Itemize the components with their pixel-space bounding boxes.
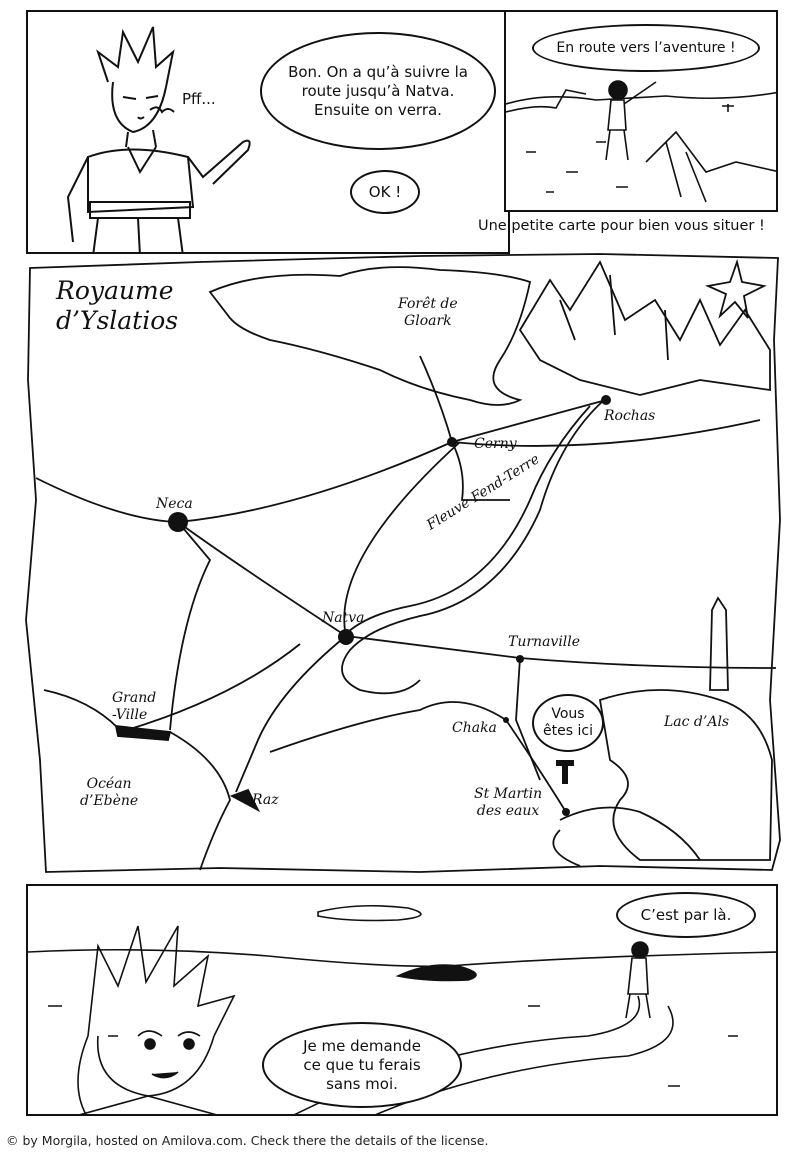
panel-1: Pff... Bon. On a qu’à suivre la route ju… [26,10,510,254]
label-chaka: Chaka [452,720,497,736]
character-sighing-drawing [66,26,251,252]
you-are-here-bubble: Vous êtes ici [532,694,604,752]
label-neca: Neca [156,496,193,512]
label-natva: Natva [322,610,365,626]
label-ocean-d-ebene: Océan d’Ebène [80,776,139,809]
speech-bubble-adventure: En route vers l’aventure ! [532,24,760,72]
character-pointing-landscape-drawing [506,80,776,203]
label-rochas: Rochas [604,408,656,424]
map-title: Royaume d’Yslatios [56,276,179,335]
label-st-martin-des-eaux: St Martin des eaux [474,786,543,819]
label-cerny: Cerny [474,436,517,452]
label-raz: Raz [252,792,279,808]
panel-4: C’est par là. Je me demande ce que tu fe… [26,884,778,1116]
label-lac-d-als: Lac d’Als [664,714,730,730]
map-caption: Une petite carte pour bien vous situer ! [478,218,765,234]
speech-bubble-ok: OK ! [350,170,420,214]
license-footer: © by Morgila, hosted on Amilova.com. Che… [6,1133,489,1148]
label-grand-ville: Grand -Ville [112,690,157,723]
label-turnaville: Turnaville [508,634,581,650]
speech-bubble-plan: Bon. On a qu’à suivre la route jusqu’à N… [260,32,496,150]
label-foret-gloark: Forêt de Gloark [398,296,458,329]
speech-bubble-reply: Je me demande ce que tu ferais sans moi. [262,1022,462,1108]
speech-bubble-this-way: C’est par là. [616,892,756,938]
sigh-text: Pff... [182,90,216,108]
panel-2: En route vers l’aventure ! [504,10,778,212]
